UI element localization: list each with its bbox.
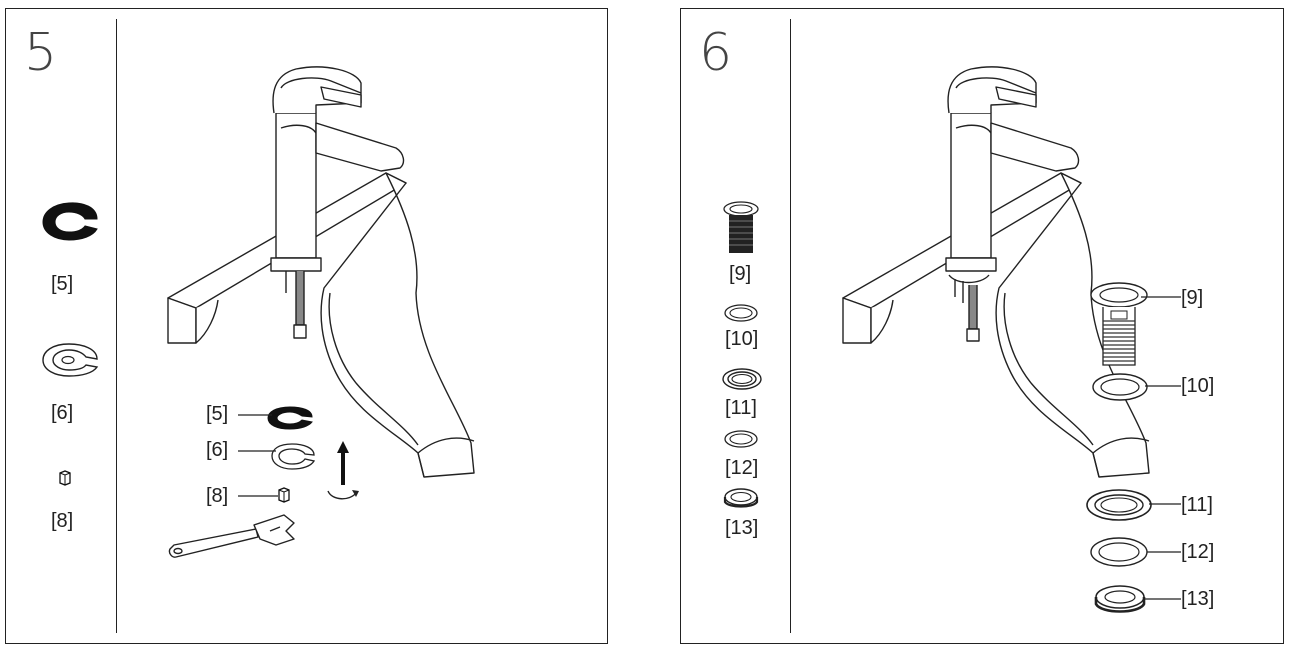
e-clip-outline-icon [268, 442, 318, 472]
part-label: [13] [725, 517, 759, 539]
part-label: [9] [729, 263, 752, 285]
rotate-arrow-icon [326, 490, 359, 503]
callout-label: [6] [206, 439, 229, 461]
hex-nut-icon [58, 470, 72, 486]
callout-label: [11] [1181, 494, 1213, 516]
callout-label: [13] [1181, 588, 1215, 610]
part-label: [8] [51, 510, 74, 532]
faucet-basin-illustration [156, 53, 496, 483]
flat-washer-icon [1089, 535, 1149, 569]
part-label: [10] [725, 328, 759, 350]
up-arrow-icon [337, 441, 349, 485]
leader-line [238, 415, 272, 417]
e-clip-black-icon [39, 199, 103, 245]
callout-label: [9] [1181, 287, 1204, 309]
flange-washer-icon [1085, 487, 1153, 523]
leader-line [1141, 297, 1181, 299]
step-number: 5 [24, 23, 57, 83]
leader-line [1145, 386, 1181, 388]
part-label: [11] [725, 397, 757, 419]
step-panel-5: 5 [5] [6] [8] [5, 8, 608, 644]
flat-washer-icon [723, 429, 759, 449]
leader-line [1145, 599, 1181, 601]
lock-nut-icon [723, 487, 759, 511]
leader-line [1147, 552, 1181, 554]
flat-washer-icon [723, 303, 759, 323]
callout-label: [8] [206, 485, 229, 507]
part-label: [12] [725, 457, 759, 479]
leader-line [238, 496, 278, 498]
panel-divider [790, 19, 791, 633]
step-number: 6 [699, 23, 732, 83]
flat-washer-icon [1091, 371, 1149, 403]
callout-label: [10] [1181, 375, 1215, 397]
panel-divider [116, 19, 117, 633]
wrench-icon [166, 509, 298, 561]
callout-label: [5] [206, 403, 229, 425]
step-panel-6: 6 [9] [10] [11] [12] [13] [680, 8, 1284, 644]
hex-nut-icon [277, 487, 291, 503]
e-clip-outline-icon [39, 341, 103, 381]
part-label: [5] [51, 273, 74, 295]
flange-washer-icon [721, 367, 763, 391]
lock-nut-icon [1093, 583, 1147, 619]
waste-body-icon [1089, 281, 1149, 369]
e-clip-black-icon [264, 405, 316, 431]
waste-body-icon [721, 201, 761, 253]
callout-label: [12] [1181, 541, 1215, 563]
faucet-basin-illustration [831, 53, 1171, 483]
leader-line [1149, 504, 1181, 506]
leader-line [238, 451, 276, 453]
part-label: [6] [51, 402, 74, 424]
